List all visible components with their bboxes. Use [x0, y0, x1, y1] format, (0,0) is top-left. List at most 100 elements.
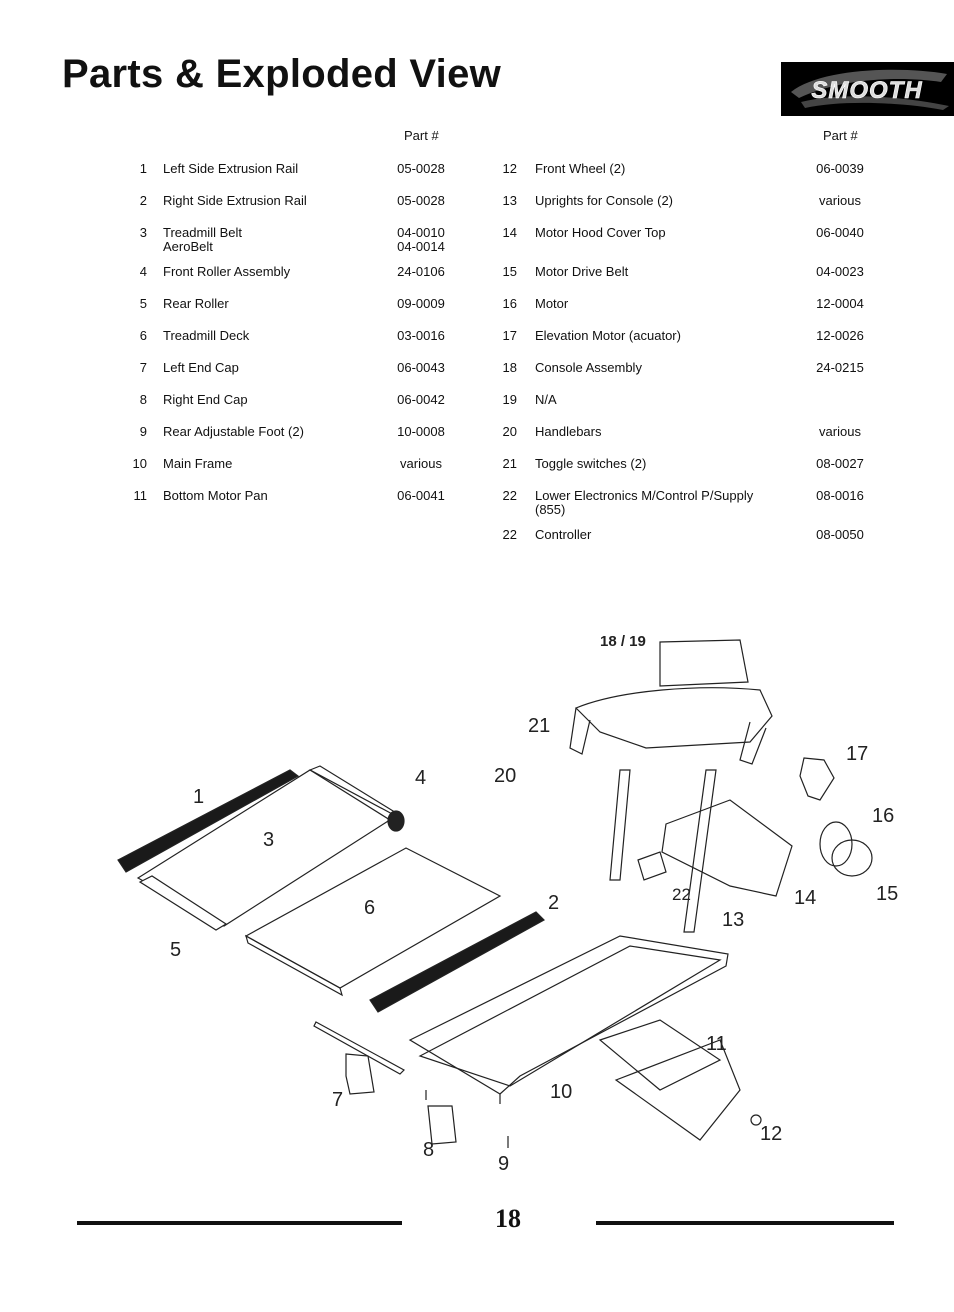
callout-22: 22: [672, 885, 691, 904]
item-part-number: 24-0106: [397, 264, 445, 279]
item-name: Handlebars: [535, 424, 602, 439]
item-number: 11: [133, 488, 148, 503]
item-part-number: 12-0004: [816, 296, 864, 311]
item-number: 22: [502, 488, 517, 503]
item-part-number: various: [819, 193, 861, 208]
item-name: Treadmill Belt: [163, 225, 242, 240]
callout-9: 9: [498, 1153, 509, 1175]
item-number: 4: [139, 264, 147, 279]
item-part-number: various: [400, 456, 442, 471]
item-number: 12: [502, 161, 517, 176]
item-number: 14: [502, 225, 517, 240]
item-name: Toggle switches (2): [535, 456, 647, 471]
item-name: Right Side Extrusion Rail: [163, 193, 307, 208]
smooth-logo: SMOOTH: [781, 62, 954, 116]
footer-rule-left: [77, 1221, 402, 1225]
logo-text: SMOOTH: [811, 77, 922, 104]
item-name: Front Roller Assembly: [163, 264, 291, 279]
item-part-number: 06-0042: [397, 392, 445, 407]
item-name-line2: (855): [535, 502, 566, 517]
item-number: 8: [139, 392, 147, 407]
item-name: Right End Cap: [163, 392, 248, 407]
item-part-number: 05-0028: [397, 193, 445, 208]
item-part-number: 08-0016: [816, 488, 864, 503]
item-number: 16: [502, 296, 517, 311]
callout-16: 16: [872, 805, 894, 827]
item-name: Controller: [535, 527, 592, 542]
item-name: Left Side Extrusion Rail: [163, 161, 299, 176]
callout-8: 8: [423, 1139, 434, 1161]
item-name: Motor: [535, 296, 569, 311]
callout-10: 10: [550, 1081, 572, 1103]
callout-11: 11: [706, 1033, 727, 1055]
item-name: Elevation Motor (acuator): [535, 328, 681, 343]
item-name: Rear Roller: [163, 296, 229, 311]
item-name: Bottom Motor Pan: [163, 488, 268, 503]
item-number: 22: [502, 527, 517, 542]
item-number: 9: [139, 424, 147, 439]
item-name: Main Frame: [163, 456, 233, 471]
item-number: 10: [132, 456, 147, 471]
item-part-number: 08-0050: [816, 527, 864, 542]
callout-5: 5: [170, 939, 181, 961]
item-name: Uprights for Console (2): [535, 193, 673, 208]
callout-6: 6: [364, 897, 375, 919]
item-part-number: 10-0008: [397, 424, 445, 439]
item-number: 5: [139, 296, 147, 311]
item-part-number: 06-0040: [816, 225, 864, 240]
exploded-view-diagram: 1 2 3 4 5 6 7 8 9 10 11 12 13 14 15 16 1…: [100, 620, 920, 1180]
item-number: 1: [139, 161, 147, 176]
item-name: Front Wheel (2): [535, 161, 626, 176]
item-name: Motor Hood Cover Top: [535, 225, 666, 240]
callout-7: 7: [332, 1089, 343, 1111]
item-part-number: 12-0026: [816, 328, 864, 343]
callout-20: 20: [494, 765, 516, 787]
item-name: Motor Drive Belt: [535, 264, 629, 279]
footer-rule-right: [596, 1221, 894, 1225]
item-name: N/A: [535, 392, 557, 407]
item-part-number: 06-0041: [397, 488, 445, 503]
item-part-number: 09-0009: [397, 296, 445, 311]
item-name: Rear Adjustable Foot (2): [163, 424, 304, 439]
item-part-number: 24-0215: [816, 360, 864, 375]
item-part-number: 03-0016: [397, 328, 445, 343]
callout-21: 21: [528, 715, 550, 737]
callout-4: 4: [415, 767, 426, 789]
callout-2: 2: [548, 892, 559, 914]
item-name: Console Assembly: [535, 360, 642, 375]
item-part-number: 06-0043: [397, 360, 445, 375]
callout-1: 1: [193, 786, 204, 808]
item-part-number: various: [819, 424, 861, 439]
item-number: 3: [139, 225, 147, 240]
item-part-number: 05-0028: [397, 161, 445, 176]
callout-18-19: 18 / 19: [600, 633, 646, 650]
item-name: Treadmill Deck: [163, 328, 250, 343]
item-name: Lower Electronics M/Control P/Supply: [535, 488, 754, 503]
item-number: 7: [139, 360, 147, 375]
item-part-number: 08-0027: [816, 456, 864, 471]
callout-12: 12: [760, 1123, 782, 1145]
item-part-number: 04-0023: [816, 264, 864, 279]
item-number: 6: [139, 328, 147, 343]
item-number: 13: [502, 193, 517, 208]
callout-15: 15: [876, 883, 898, 905]
part-number-header-right: Part #: [823, 128, 858, 143]
item-part-number-line2: 04-0014: [397, 239, 445, 254]
item-number: 15: [502, 264, 517, 279]
page-title: Parts & Exploded View: [62, 52, 502, 96]
item-number: 20: [502, 424, 517, 439]
item-number: 17: [502, 328, 517, 343]
item-name: Left End Cap: [163, 360, 239, 375]
page-number: 18: [495, 1204, 521, 1233]
callout-13: 13: [722, 909, 744, 931]
item-name-line2: AeroBelt: [163, 239, 213, 254]
item-number: 2: [139, 193, 147, 208]
callout-17: 17: [846, 743, 868, 765]
item-number: 18: [502, 360, 517, 375]
callout-3: 3: [263, 829, 274, 851]
item-number: 21: [502, 456, 517, 471]
item-number: 19: [502, 392, 517, 407]
part-number-header-left: Part #: [404, 128, 439, 143]
item-part-number: 06-0039: [816, 161, 864, 176]
item-part-number: 04-0010: [397, 225, 445, 240]
